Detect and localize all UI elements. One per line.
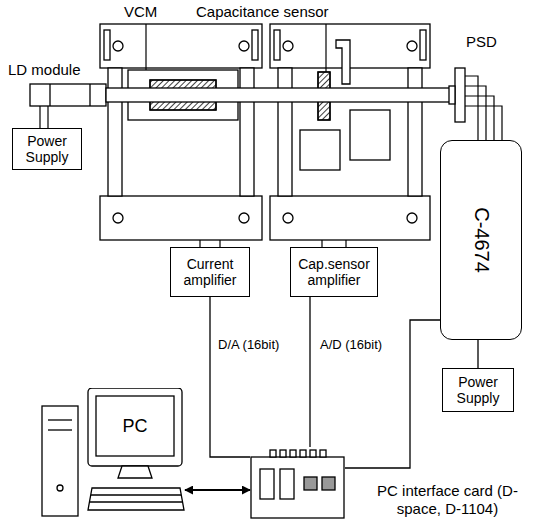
node-text: C-4674 xyxy=(470,207,493,273)
power-supply-box: Power Supply xyxy=(12,128,82,170)
interface-card: PC interface card (D-space, D-1104) xyxy=(250,447,345,519)
signal-label: D/A (16bit) xyxy=(216,338,281,352)
part-label: PSD xyxy=(466,34,497,51)
signal-wire xyxy=(477,340,478,368)
signal-label: A/D (16bit) xyxy=(318,338,384,352)
node-text: Cap.sensor amplifier xyxy=(295,256,373,288)
power-supply-box: Power Supply xyxy=(442,368,514,412)
controller-unit: C-4674 xyxy=(440,140,522,340)
node-text: PC interface card (D-space, D-1104) xyxy=(355,482,540,520)
part-label: LD module xyxy=(8,62,81,79)
node-text: Power Supply xyxy=(447,374,509,406)
amplifier-box: Current amplifier xyxy=(170,247,250,297)
amplifier-box: Cap.sensor amplifier xyxy=(290,247,378,297)
node-text: PC xyxy=(96,396,174,456)
signal-wire xyxy=(309,297,310,447)
part-label: Capacitance sensor xyxy=(196,4,329,21)
part-label: VCM xyxy=(124,4,157,21)
signal-wire xyxy=(210,297,250,457)
node-text: Power Supply xyxy=(17,133,77,165)
signal-wire xyxy=(185,489,250,491)
node-text: Current amplifier xyxy=(175,256,245,288)
computer-icon: PC xyxy=(40,388,185,518)
